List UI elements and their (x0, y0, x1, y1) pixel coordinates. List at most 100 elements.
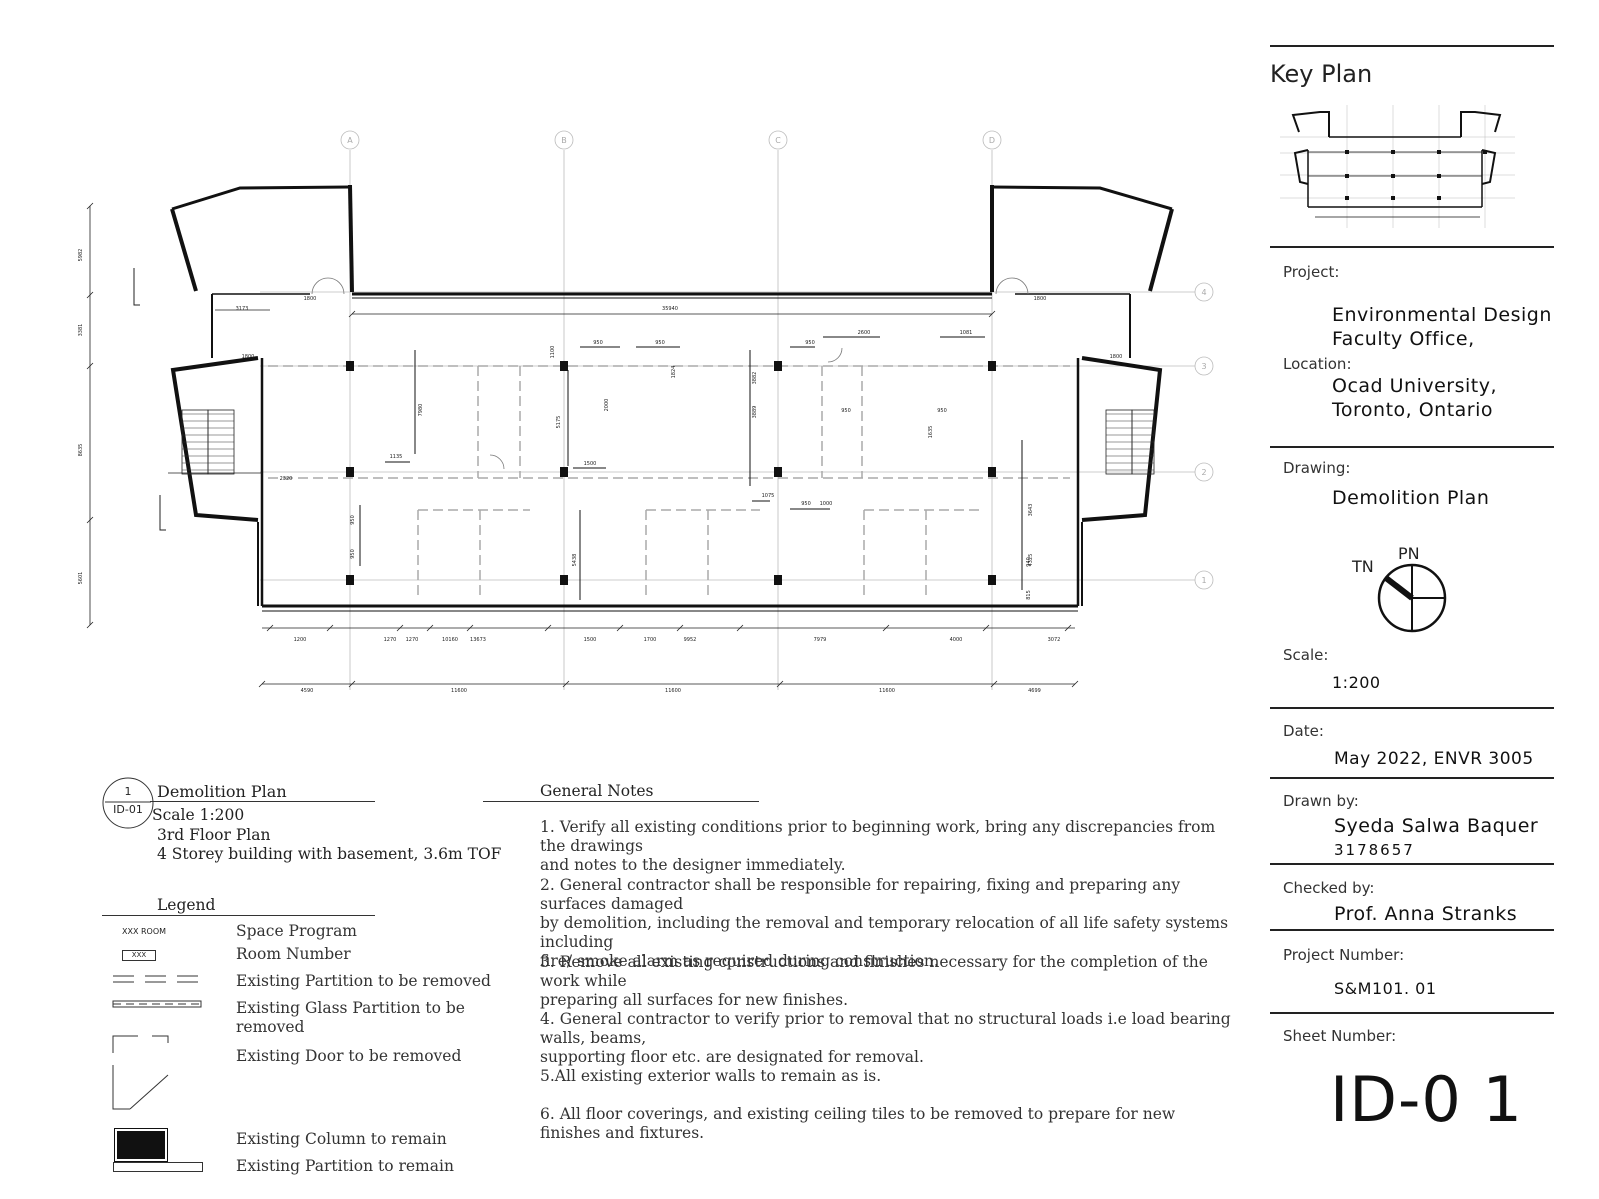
grid-bubble-label: 2 (1201, 468, 1206, 477)
drawn-by-label: Drawn by: (1283, 792, 1359, 810)
legend-item-glass-partition: Existing Glass Partition to be (236, 999, 465, 1017)
column (346, 575, 354, 585)
drawing-label: Drawing: (1283, 459, 1351, 477)
column (346, 467, 354, 477)
dimension-label: 4590 (301, 688, 314, 694)
column (346, 361, 354, 371)
north-pn-label: PN (1398, 544, 1420, 563)
column (560, 575, 568, 585)
dimension-label: 1000 (820, 501, 833, 507)
dimension-label: 1700 (644, 637, 657, 643)
dimension-lines (89, 206, 1075, 685)
location-value-1: Ocad University, (1332, 375, 1498, 397)
dimension-tick (348, 680, 356, 688)
title-block-rule-top (1270, 45, 1554, 47)
dimension-tick (562, 680, 570, 688)
dimension-tick (988, 310, 996, 318)
dimension-label: 11600 (451, 688, 467, 694)
note-3: 3. Remove all existing constructions and… (540, 953, 1208, 1009)
legend-partition-symbol (113, 1162, 203, 1172)
dimension-label: 950 (801, 501, 811, 507)
title-block-rule-drawing (1270, 446, 1554, 448)
dimension-label: 3889 (752, 406, 758, 419)
project-value-2: Faculty Office, (1332, 328, 1475, 350)
grid-bubble (340, 130, 360, 150)
legend-heading: Legend (157, 896, 216, 914)
dimension-tick (466, 624, 474, 632)
dimension-label: 1800 (304, 296, 317, 302)
drawing-building-note: 4 Storey building with basement, 3.6m TO… (157, 845, 502, 863)
dimension-label: 4699 (1028, 688, 1041, 694)
column (560, 467, 568, 477)
note-6: 6. All floor coverings, and existing cei… (540, 1105, 1176, 1142)
column (774, 467, 782, 477)
title-block-rule-drawn-by (1270, 777, 1554, 779)
grid-bubble (1194, 570, 1214, 590)
dimension-label: 5175 (556, 416, 562, 429)
dimension-tick (86, 202, 94, 210)
dimension-label: 3173 (236, 306, 249, 312)
dimension-label: 815 (1026, 590, 1032, 600)
legend-item-glass-partition-2: removed (236, 1018, 305, 1036)
dimension-label: 1200 (294, 637, 307, 643)
grid-bubble (1194, 356, 1214, 376)
dimension-tick (86, 291, 94, 299)
dimension-label: 11600 (879, 688, 895, 694)
dimension-label: 4325 (1028, 554, 1034, 567)
dimension-tick (882, 624, 890, 632)
dimension-label: 1635 (928, 426, 934, 439)
note-1: 1. Verify all existing conditions prior … (540, 818, 1216, 874)
project-number-value: S&M101. 01 (1334, 979, 1437, 998)
dimension-label: 7980 (418, 404, 424, 417)
partitions-to-be-removed (268, 365, 1070, 600)
dimension-tick (736, 624, 744, 632)
drawing-tag-number: 1 (124, 785, 132, 798)
interior-dimension-lines (359, 336, 1023, 600)
dimension-label: 1100 (550, 346, 556, 359)
grid-bubble-label: 4 (1201, 288, 1206, 297)
dimension-tick (616, 624, 624, 632)
dimension-label: 4000 (950, 637, 963, 643)
dimension-tick (86, 621, 94, 629)
title-block-rule-project (1270, 246, 1554, 248)
legend-item-door-removed: Existing Door to be removed (236, 1047, 462, 1065)
dimension-label: 950 (841, 408, 851, 414)
drawing-floor: 3rd Floor Plan (157, 826, 271, 844)
grid-bubble-label: 1 (1201, 576, 1206, 585)
legend-item-partition-remain: Existing Partition to remain (236, 1157, 454, 1175)
grid-bubble-label: C (775, 136, 781, 145)
general-notes-underline (483, 801, 759, 802)
dimension-label: 8635 (78, 444, 84, 457)
dimension-tick (258, 680, 266, 688)
dimension-label: 3643 (1028, 504, 1034, 517)
dimension-tick (1064, 624, 1072, 632)
dimension-label: 1824 (671, 366, 677, 379)
dimension-tick (676, 624, 684, 632)
drawing-value: Demolition Plan (1332, 487, 1490, 509)
checked-by-label: Checked by: (1283, 879, 1375, 897)
title-block-rule-project-number (1270, 929, 1554, 931)
grid-bubble (1194, 282, 1214, 302)
date-label: Date: (1283, 722, 1324, 740)
dimension-label: 950 (655, 340, 665, 346)
drawing-title-underline (150, 801, 375, 802)
dimension-label: 950 (937, 408, 947, 414)
dimension-label: 5601 (78, 572, 84, 585)
dimension-tick (426, 624, 434, 632)
dimension-label: 3072 (1048, 637, 1061, 643)
grid-bubble-label: B (561, 136, 567, 145)
column (988, 575, 996, 585)
dimension-label: 2600 (858, 330, 871, 336)
dimension-label: 1270 (406, 637, 419, 643)
dimension-label: 1270 (384, 637, 397, 643)
plan-north-marker (133, 268, 166, 531)
dimension-tick (776, 680, 784, 688)
dimension-tick (266, 624, 274, 632)
dimension-label: 940 (1026, 557, 1032, 567)
location-label: Location: (1283, 355, 1352, 373)
dimension-label: 5438 (572, 554, 578, 567)
general-notes-heading: General Notes (540, 782, 654, 800)
north-arrow-icon (1377, 563, 1447, 633)
dimension-label: 1800 (1110, 354, 1123, 360)
legend-sample-room: XXX ROOM (122, 927, 167, 936)
